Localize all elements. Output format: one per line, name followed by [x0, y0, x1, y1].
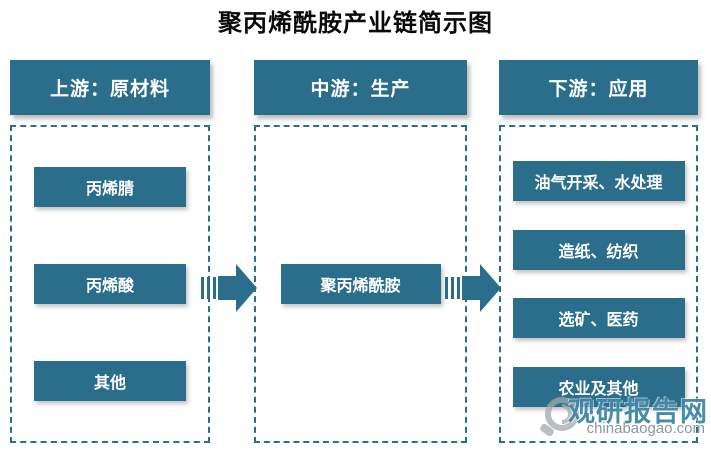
page-title: 聚丙烯酰胺产业链简示图	[218, 11, 493, 37]
downstream-item-oil-gas-water: 油气开采、水处理	[512, 161, 685, 201]
downstream-item-agriculture-other: 农业及其他	[512, 366, 685, 407]
flow-arrow-icon	[201, 264, 257, 312]
upstream-panel: 丙烯腈 丙烯酸 其他	[10, 125, 210, 443]
downstream-panel: 油气开采、水处理 造纸、纺织 选矿、医药 农业及其他	[499, 125, 698, 443]
upstream-item-other: 其他	[34, 361, 186, 401]
upstream-item-acrylic-acid: 丙烯酸	[34, 264, 186, 304]
midstream-header: 中游：生产	[254, 60, 467, 115]
downstream-column: 下游：应用 油气开采、水处理 造纸、纺织 选矿、医药 农业及其他	[499, 60, 698, 443]
midstream-column: 中游：生产 聚丙烯酰胺	[254, 60, 467, 443]
midstream-item-polyacrylamide: 聚丙烯酰胺	[280, 264, 441, 304]
upstream-column: 上游：原材料 丙烯腈 丙烯酸 其他	[10, 60, 210, 443]
upstream-header: 上游：原材料	[10, 60, 210, 115]
upstream-item-acrylonitrile: 丙烯腈	[34, 167, 186, 207]
downstream-item-mining-medicine: 选矿、医药	[512, 298, 685, 339]
downstream-header: 下游：应用	[499, 60, 698, 115]
midstream-panel: 聚丙烯酰胺	[254, 125, 467, 443]
downstream-item-paper-textile: 造纸、纺织	[512, 229, 685, 270]
flow-arrow-icon	[445, 264, 501, 312]
